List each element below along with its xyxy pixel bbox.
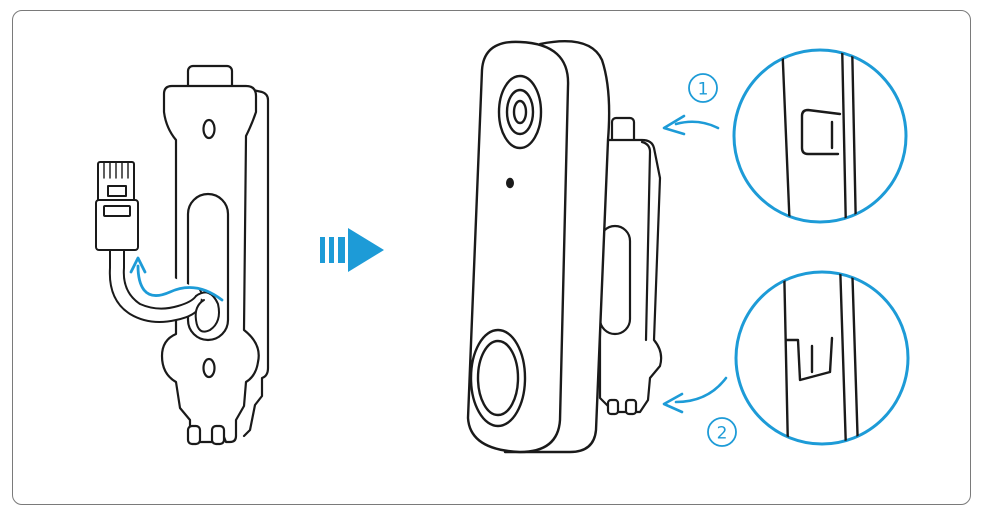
cable-route-arrowhead <box>129 256 147 274</box>
zoom-detail-top-hook <box>732 48 908 224</box>
step-1-badge: 1 <box>688 73 718 103</box>
zoom-detail-bottom-hook <box>734 270 910 446</box>
step2-arrowhead <box>662 392 684 414</box>
video-doorbell <box>466 40 611 454</box>
triple-bar-arrow-right-icon <box>320 228 384 272</box>
step-2-badge: 2 <box>707 417 737 447</box>
bracket-behind-doorbell <box>593 116 663 416</box>
step1-arrowhead <box>662 114 686 136</box>
diagram-frame <box>12 10 971 505</box>
cable-route-arrow <box>136 264 224 302</box>
step-1-label: 1 <box>698 80 709 100</box>
step-2-label: 2 <box>717 424 728 444</box>
curved-arrow-left-icon <box>674 376 728 404</box>
mounting-bracket <box>160 64 270 446</box>
curved-arrow-left-icon <box>674 120 720 130</box>
